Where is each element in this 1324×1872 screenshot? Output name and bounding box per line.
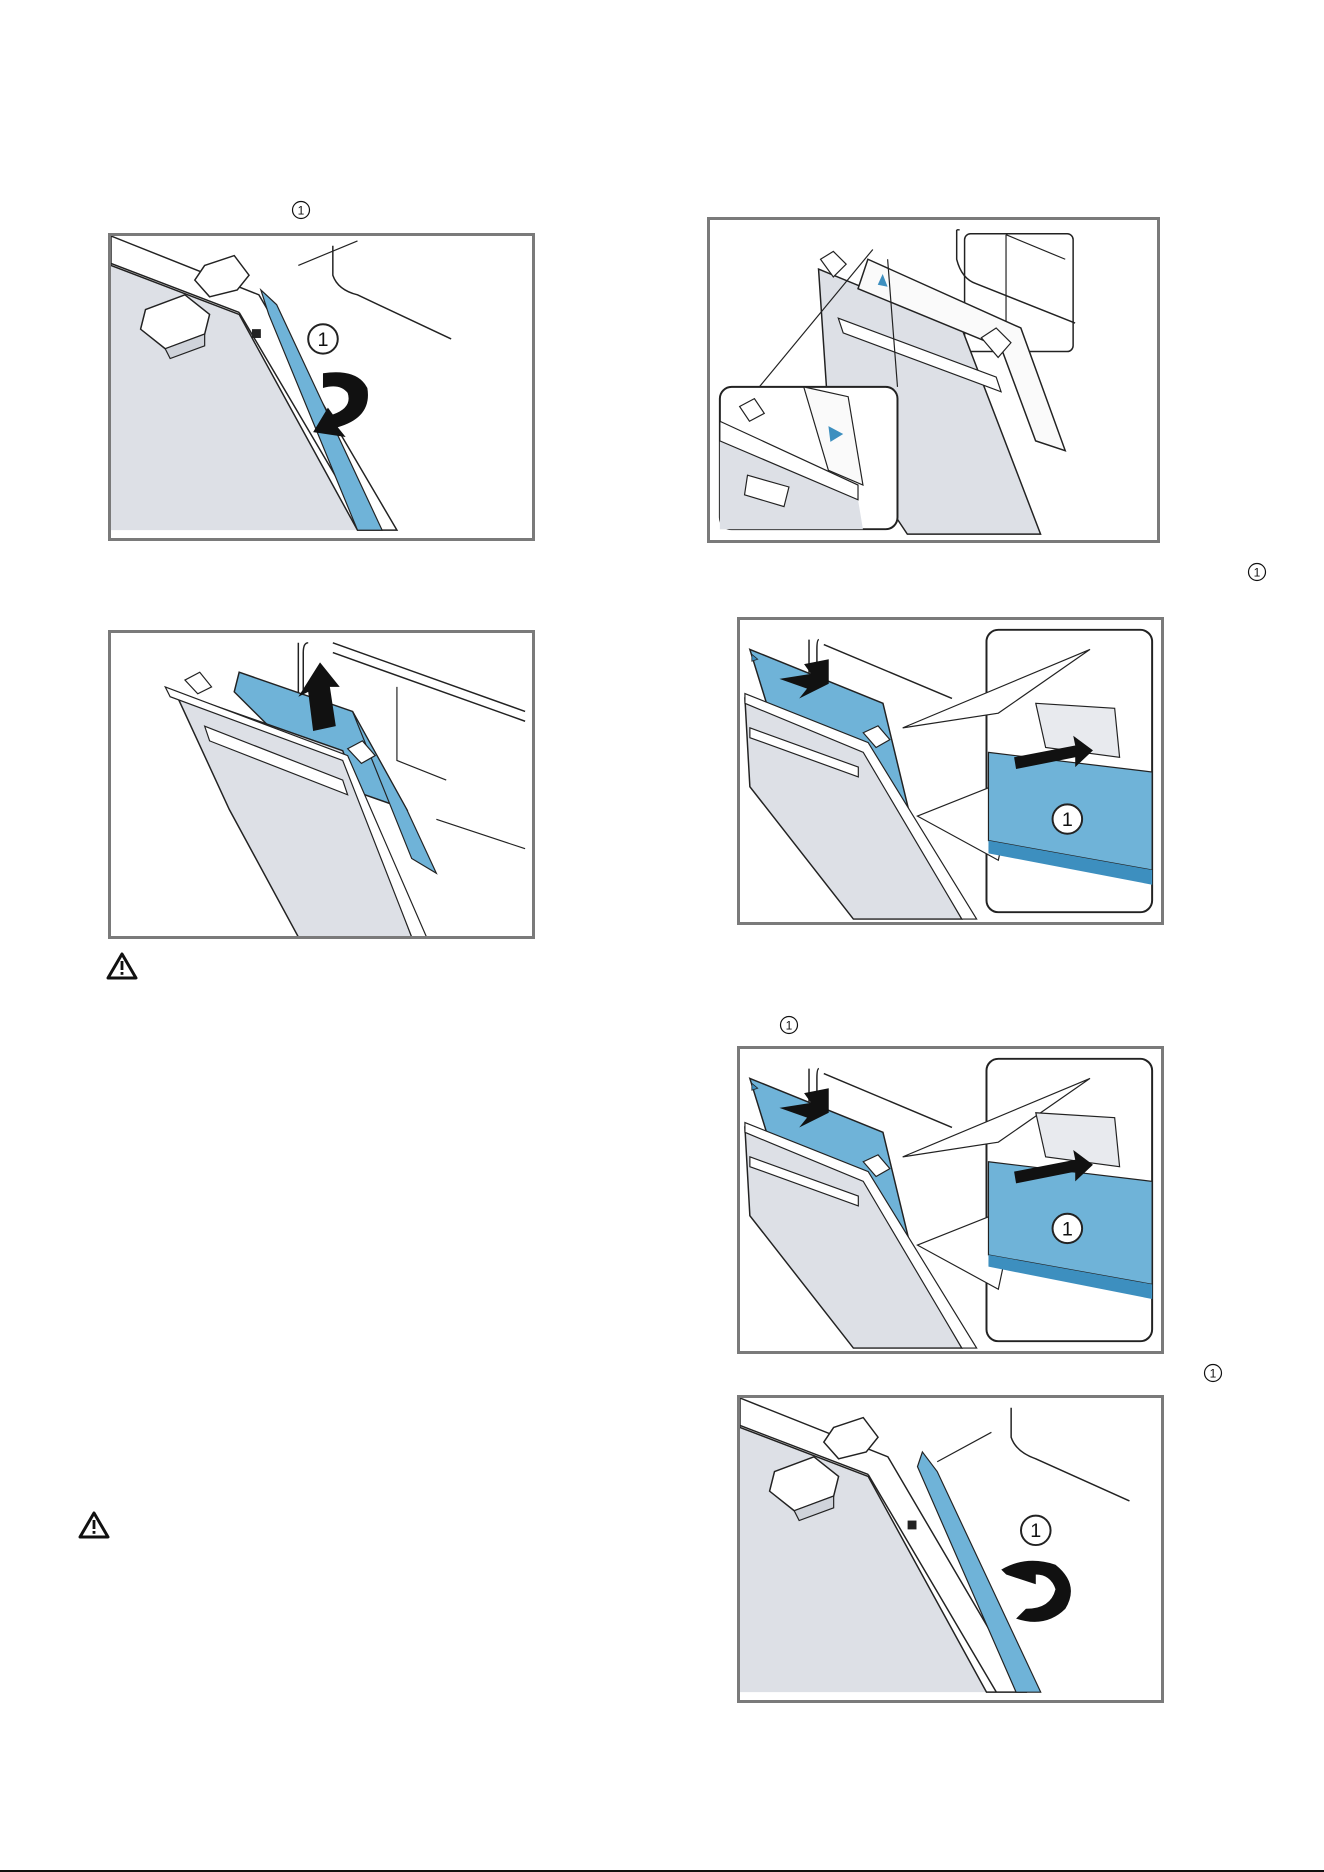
callout-1: 1 — [1030, 1520, 1041, 1542]
figure-glass-insert-detail-2: 1 — [737, 1046, 1164, 1354]
warning-triangle-icon — [78, 1511, 110, 1539]
callout-1: 1 — [1062, 1218, 1073, 1240]
step-marker-1: 1 — [291, 200, 311, 225]
figure-glass-insert-detail: 1 — [737, 617, 1164, 925]
step-marker-4: 1 — [1203, 1363, 1223, 1388]
svg-text:1: 1 — [786, 1019, 793, 1033]
callout-1: 1 — [1062, 809, 1073, 831]
figure-hinge-lever-open: 1 — [737, 1395, 1164, 1703]
svg-text:1: 1 — [1254, 566, 1261, 580]
figure-hinge-lever-close: 1 — [108, 233, 535, 541]
warning-triangle-icon — [106, 952, 138, 980]
step-marker-2: 1 — [1247, 562, 1267, 587]
figure-inner-glass-lift — [707, 217, 1160, 543]
svg-text:1: 1 — [1210, 1367, 1217, 1381]
step-marker-3: 1 — [779, 1015, 799, 1040]
figure-inner-glass-remove — [108, 630, 535, 939]
svg-text:1: 1 — [298, 204, 305, 218]
callout-1: 1 — [317, 329, 328, 351]
